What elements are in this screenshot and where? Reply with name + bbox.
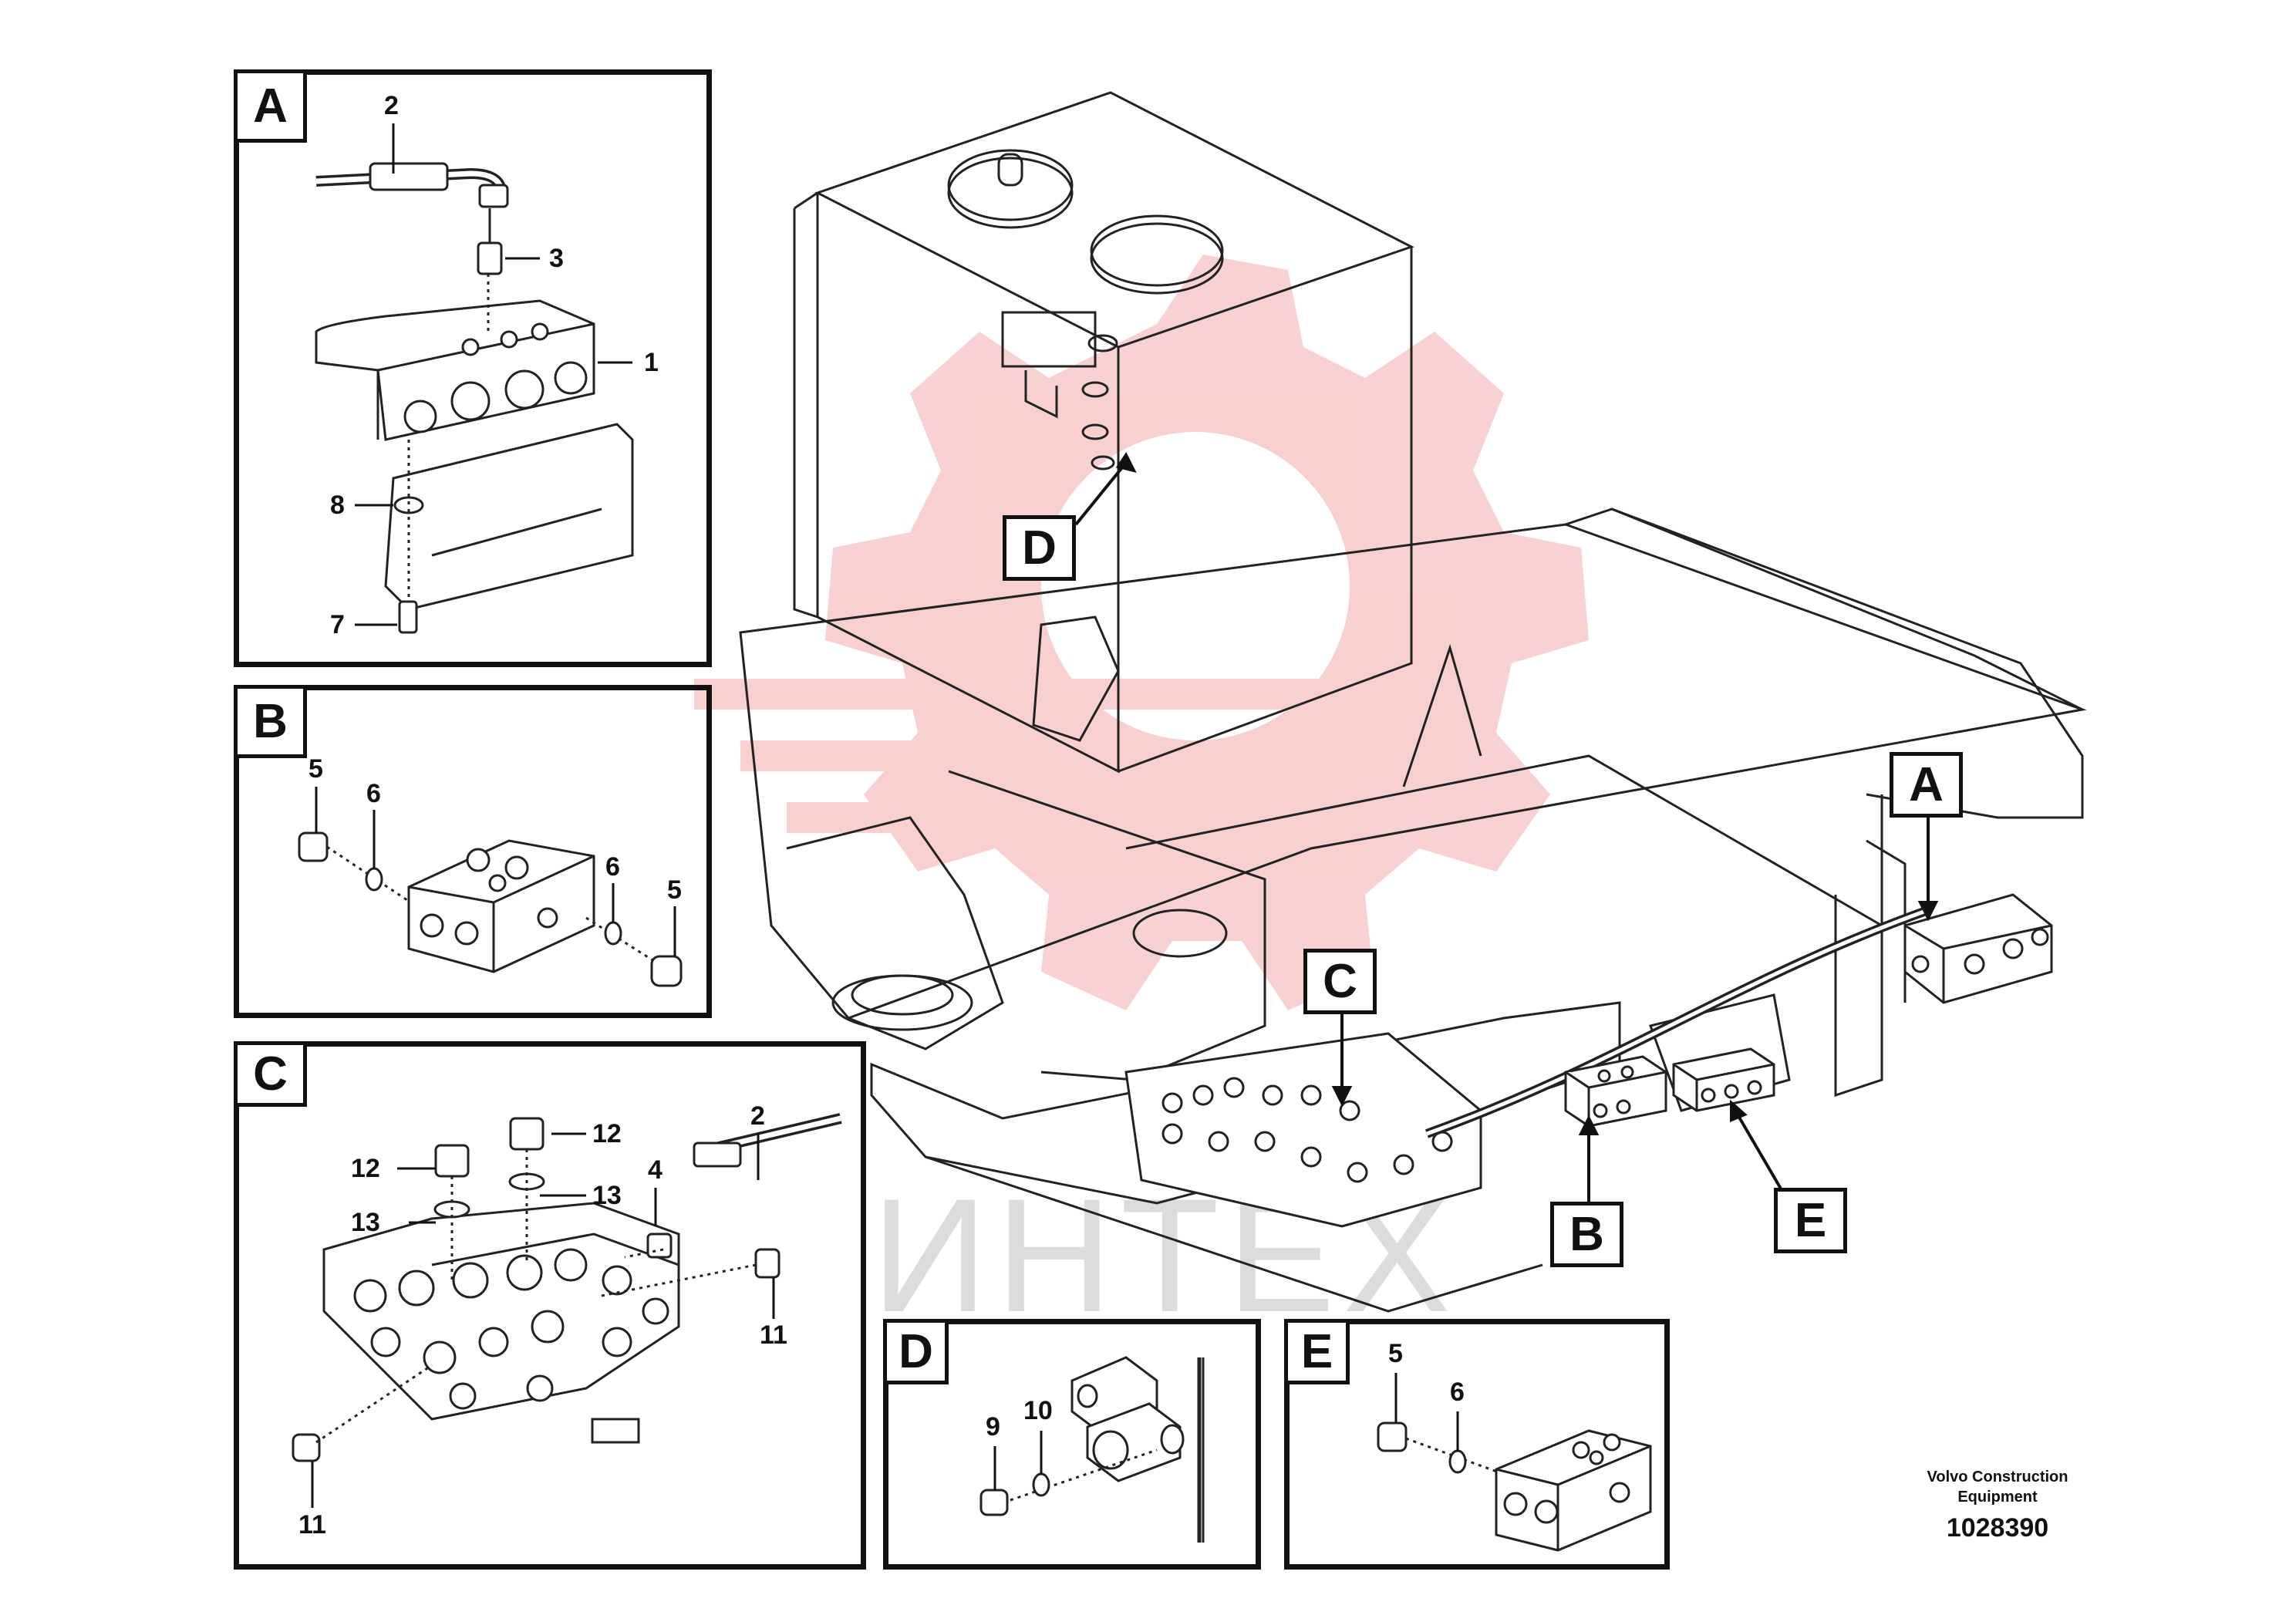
part-number: 2 [750,1101,765,1131]
detail-a-leaders [355,123,632,626]
part-number: 1 [644,348,659,377]
detail-d-tag: D [883,1319,949,1384]
detail-box-b [234,685,712,1018]
part-number: 3 [549,244,564,273]
part-number: 11 [760,1320,787,1350]
detail-b-leaders [315,787,676,956]
callout-b: B [1550,1202,1623,1267]
detail-e-tag: E [1284,1319,1350,1384]
part-number: 13 [351,1208,380,1237]
part-number: 12 [592,1119,622,1148]
callout-e: E [1774,1188,1847,1253]
company-name: Volvo Construction Equipment [1927,1469,2068,1506]
detail-c-leaders [311,1132,775,1508]
detail-box-a [234,69,712,667]
detail-a-tag: A [234,69,307,143]
detail-a-art [315,162,634,634]
part-number: 8 [330,491,345,520]
main-solenoid-block [1903,893,2053,1004]
drawing-number: 1028390 [1946,1513,2049,1543]
part-number: 2 [384,91,399,120]
main-control-valve [1124,1032,1482,1228]
callout-d: D [1003,515,1076,581]
part-number: 12 [351,1154,380,1183]
part-number: 4 [648,1155,663,1185]
watermark-logo [694,255,1589,1010]
part-number: 6 [1450,1378,1465,1407]
part-number: 6 [605,852,620,882]
detail-e-leaders [1394,1373,1459,1452]
detail-d-art [979,1356,1205,1543]
part-number: 6 [366,779,381,808]
detail-box-e [1284,1319,1670,1570]
detail-box-c [234,1041,866,1570]
detail-d-leaders [993,1431,1043,1490]
detail-c-tag: C [234,1041,307,1107]
callout-c: C [1303,949,1377,1014]
detail-box-d [883,1319,1261,1570]
detail-c-art [292,1113,842,1462]
part-number: 5 [667,875,682,905]
detail-b-tag: B [234,685,307,758]
main-block-e [1672,1047,1775,1112]
part-number: 5 [1388,1339,1403,1368]
part-number: 7 [330,610,345,639]
callout-a: A [1890,752,1963,818]
part-number: 9 [986,1412,1000,1442]
detail-e-art [1377,1421,1652,1552]
part-number: 13 [592,1181,622,1210]
part-number: 5 [308,754,323,784]
part-number: 10 [1023,1396,1053,1425]
part-number: 11 [298,1510,326,1539]
